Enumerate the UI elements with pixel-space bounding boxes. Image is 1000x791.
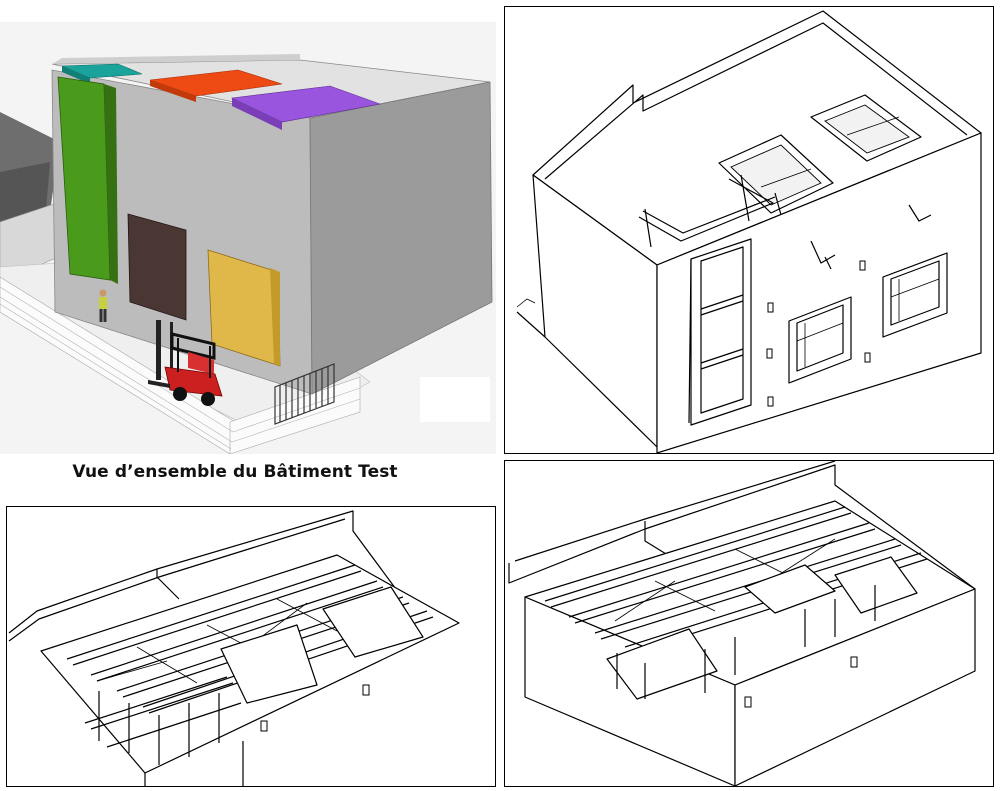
- facade-wireframe-illustration: [516, 10, 982, 453]
- figure-caption: Vue d’ensemble du Bâtiment Test: [72, 462, 398, 482]
- roof-framing-illustration: [8, 510, 460, 786]
- roof-framing-alt-illustration: [508, 461, 976, 786]
- building-render-illustration: [0, 22, 496, 454]
- facade-wireframe-panel: [504, 6, 994, 454]
- building-render-panel: [0, 22, 496, 454]
- worker-figure: [99, 289, 107, 322]
- gate: [274, 363, 335, 425]
- roof-framing-wireframe-panel: [6, 506, 496, 787]
- roof-framing-alt-wireframe-panel: [504, 460, 994, 787]
- forklift: [148, 320, 223, 406]
